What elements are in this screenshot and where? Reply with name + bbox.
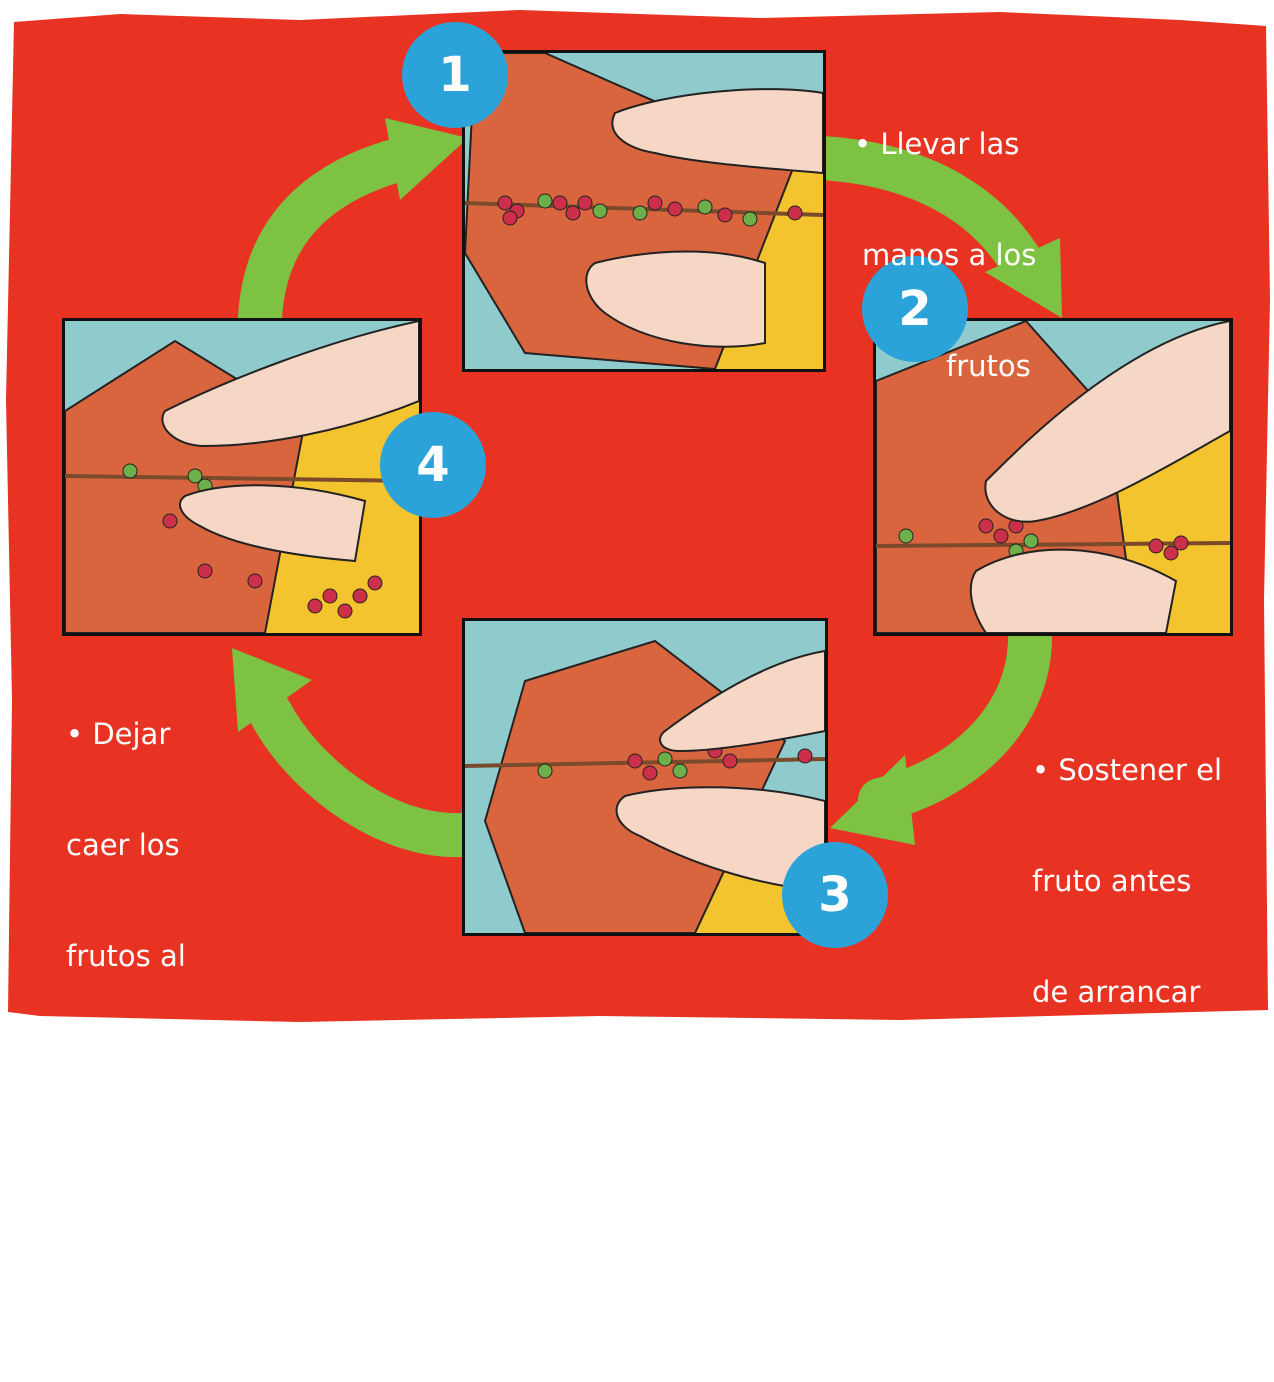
- step-1-caption-line: manos a los: [854, 237, 1094, 274]
- illustration-step-3: [462, 618, 828, 936]
- step-3-caption: • Arrancar el fruto empleando sólo los d…: [424, 950, 894, 1246]
- step-4-caption-line: • Dejar: [66, 716, 366, 753]
- illustration-step-1: [462, 50, 826, 372]
- step-1-caption-line: frutos: [854, 348, 1094, 385]
- step-3-caption-line: sólo los dedos pulgar e índice: [424, 1135, 894, 1172]
- step-2-caption-line: de arrancar: [1032, 974, 1270, 1011]
- step-4-caption-line: frutos al: [66, 938, 366, 975]
- step-3-caption-line: • Arrancar el fruto empleando: [424, 1024, 894, 1061]
- step-2-caption-line: fruto antes: [1032, 863, 1270, 900]
- step-number-badge-3: 3: [782, 842, 888, 948]
- step-4-caption-line: caer los: [66, 827, 366, 864]
- illustration-step-4: [62, 318, 422, 636]
- step-number-badge-4: 4: [380, 412, 486, 518]
- step-4-caption-line: canasto: [66, 1049, 366, 1086]
- step-1-caption-line: • Llevar las: [854, 126, 1094, 163]
- diagram: 1 2 3 4 • Llevar las manos a los frutos …: [0, 0, 1274, 1026]
- step-1-caption: • Llevar las manos a los frutos: [854, 52, 1094, 459]
- step-number-badge-1: 1: [402, 22, 508, 128]
- step-4-caption-line: recolector. No: [66, 1160, 366, 1197]
- step-4-caption-line: se deben empuñar.: [66, 1271, 366, 1308]
- step-2-caption: • Sostener el fruto antes de arrancar: [1032, 678, 1270, 1085]
- step-2-caption-line: • Sostener el: [1032, 752, 1270, 789]
- step-4-caption: • Dejar caer los frutos al canasto recol…: [66, 642, 366, 1382]
